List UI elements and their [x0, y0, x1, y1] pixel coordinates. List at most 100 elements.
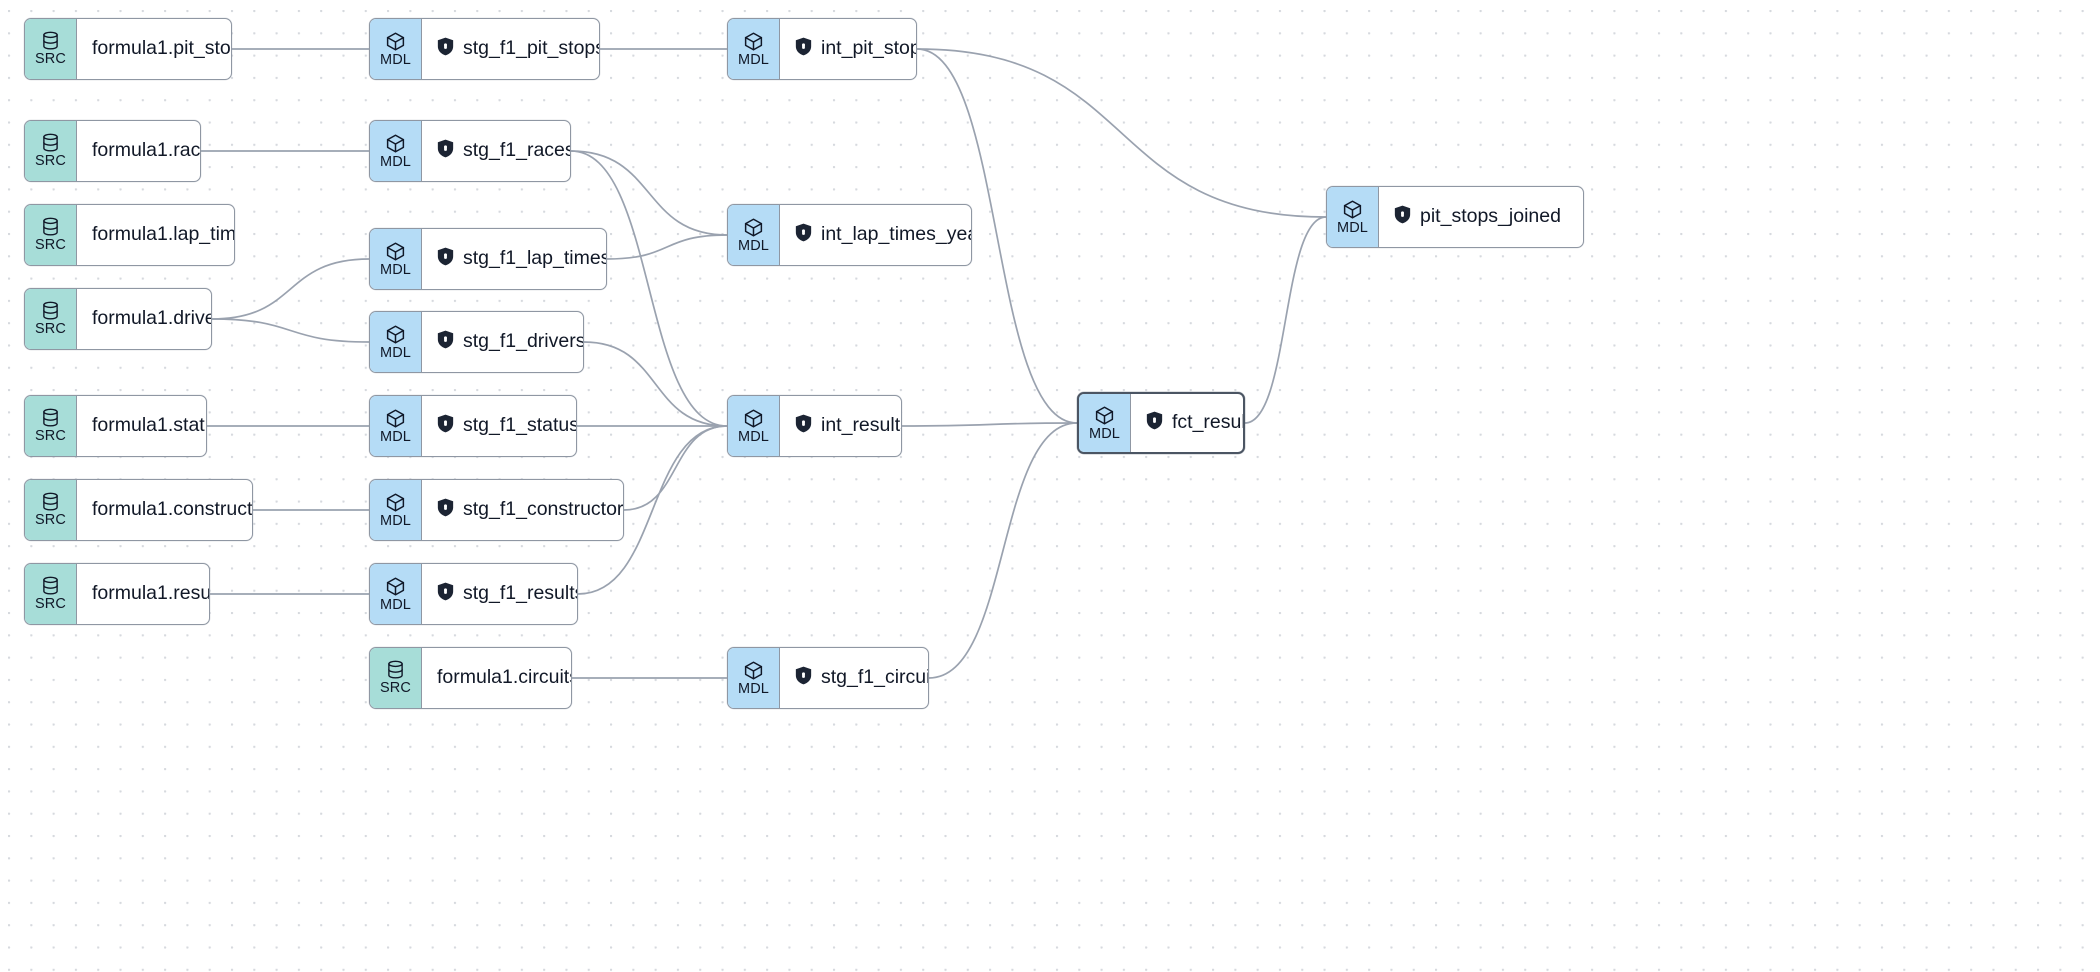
node-badge-label: SRC: [35, 153, 66, 170]
database-cylinder-icon: [41, 31, 60, 51]
node-badge-label: MDL: [738, 680, 769, 697]
node-badge-label: SRC: [35, 321, 66, 338]
node-badge-mdl: MDL: [728, 19, 780, 79]
node-badge-mdl: MDL: [370, 480, 422, 540]
shield-lock-icon: [437, 498, 454, 522]
edge-src_drivers-to-stg_lap_times: [211, 258, 370, 320]
node-body: formula1.lap_times: [77, 205, 234, 265]
shield-lock-icon: [437, 139, 454, 163]
node-label: stg_f1_status: [463, 414, 577, 437]
node-body: formula1.pit_stops: [77, 19, 231, 79]
edge-int_results-to-fct_results: [901, 422, 1078, 427]
node-body: stg_f1_drivers: [422, 312, 584, 372]
node-label: formula1.results: [92, 582, 209, 605]
node-body: stg_f1_lap_times: [422, 229, 606, 289]
node-body: int_lap_times_years: [780, 205, 971, 265]
cube-icon: [385, 324, 406, 345]
node-badge-label: MDL: [380, 512, 411, 529]
node-fct_results[interactable]: MDL fct_results: [1077, 392, 1245, 454]
node-badge-label: MDL: [1089, 425, 1120, 442]
node-badge-src: SRC: [370, 648, 422, 708]
node-badge-label: MDL: [380, 51, 411, 68]
node-label: int_lap_times_years: [821, 223, 971, 246]
shield-lock-icon: [437, 247, 454, 271]
node-body: stg_f1_results: [422, 564, 578, 624]
edge-stg_circuits-to-fct_results: [928, 422, 1078, 679]
cube-icon: [1094, 405, 1115, 426]
node-badge-label: MDL: [1337, 219, 1368, 236]
node-label: stg_f1_drivers: [463, 330, 584, 353]
node-body: formula1.races: [77, 121, 200, 181]
node-badge-label: SRC: [35, 237, 66, 254]
node-label: int_results: [821, 414, 902, 437]
cube-icon: [743, 408, 764, 429]
node-body: stg_f1_circuits: [780, 648, 928, 708]
node-badge-label: SRC: [35, 512, 66, 529]
node-badge-mdl: MDL: [370, 564, 422, 624]
database-cylinder-icon: [41, 301, 60, 321]
database-cylinder-icon: [41, 408, 60, 428]
node-body: stg_f1_constructors: [422, 480, 624, 540]
node-label: stg_f1_results: [463, 582, 578, 605]
node-badge-mdl: MDL: [370, 229, 422, 289]
node-badge-mdl: MDL: [728, 396, 780, 456]
cube-icon: [1342, 199, 1363, 220]
node-src_constructors[interactable]: SRC formula1.constructors: [24, 479, 253, 541]
node-badge-mdl: MDL: [370, 312, 422, 372]
shield-lock-icon: [1146, 411, 1163, 435]
node-body: fct_results: [1131, 394, 1243, 452]
node-stg_constructors[interactable]: MDL stg_f1_constructors: [369, 479, 624, 541]
node-label: stg_f1_races: [463, 139, 571, 162]
edge-int_pit_stops-to-pit_stops_joined: [916, 48, 1327, 218]
node-badge-mdl: MDL: [370, 121, 422, 181]
node-src_lap_times[interactable]: SRC formula1.lap_times: [24, 204, 235, 266]
node-body: stg_f1_races: [422, 121, 571, 181]
node-badge-mdl: MDL: [728, 205, 780, 265]
node-badge-label: MDL: [380, 344, 411, 361]
node-stg_races[interactable]: MDL stg_f1_races: [369, 120, 571, 182]
node-badge-label: MDL: [380, 596, 411, 613]
node-body: int_pit_stops: [780, 19, 916, 79]
node-pit_stops_joined[interactable]: MDL pit_stops_joined: [1326, 186, 1584, 248]
cube-icon: [385, 241, 406, 262]
cube-icon: [743, 660, 764, 681]
cube-icon: [743, 31, 764, 52]
node-badge-src: SRC: [25, 19, 77, 79]
node-stg_drivers[interactable]: MDL stg_f1_drivers: [369, 311, 584, 373]
database-cylinder-icon: [41, 576, 60, 596]
node-body: formula1.constructors: [77, 480, 252, 540]
shield-lock-icon: [795, 37, 812, 61]
cube-icon: [385, 576, 406, 597]
database-cylinder-icon: [41, 133, 60, 153]
node-src_races[interactable]: SRC formula1.races: [24, 120, 201, 182]
edge-stg_races-to-int_lap_times_years: [570, 150, 728, 236]
node-label: formula1.status: [92, 414, 206, 437]
node-body: pit_stops_joined: [1379, 187, 1583, 247]
node-stg_status[interactable]: MDL stg_f1_status: [369, 395, 577, 457]
node-stg_circuits[interactable]: MDL stg_f1_circuits: [727, 647, 929, 709]
shield-lock-icon: [437, 37, 454, 61]
node-label: stg_f1_constructors: [463, 498, 624, 521]
shield-lock-icon: [795, 223, 812, 247]
edge-stg_drivers-to-int_results: [583, 341, 728, 427]
node-badge-mdl: MDL: [1079, 394, 1131, 452]
node-badge-label: MDL: [380, 428, 411, 445]
database-cylinder-icon: [386, 660, 405, 680]
node-int_lap_times_years[interactable]: MDL int_lap_times_years: [727, 204, 972, 266]
edge-stg_constructors-to-int_results: [623, 425, 728, 511]
node-body: formula1.status: [77, 396, 206, 456]
node-int_results[interactable]: MDL int_results: [727, 395, 902, 457]
cube-icon: [385, 408, 406, 429]
node-stg_results[interactable]: MDL stg_f1_results: [369, 563, 578, 625]
edge-stg_lap_times-to-int_lap_times_years: [606, 234, 728, 260]
